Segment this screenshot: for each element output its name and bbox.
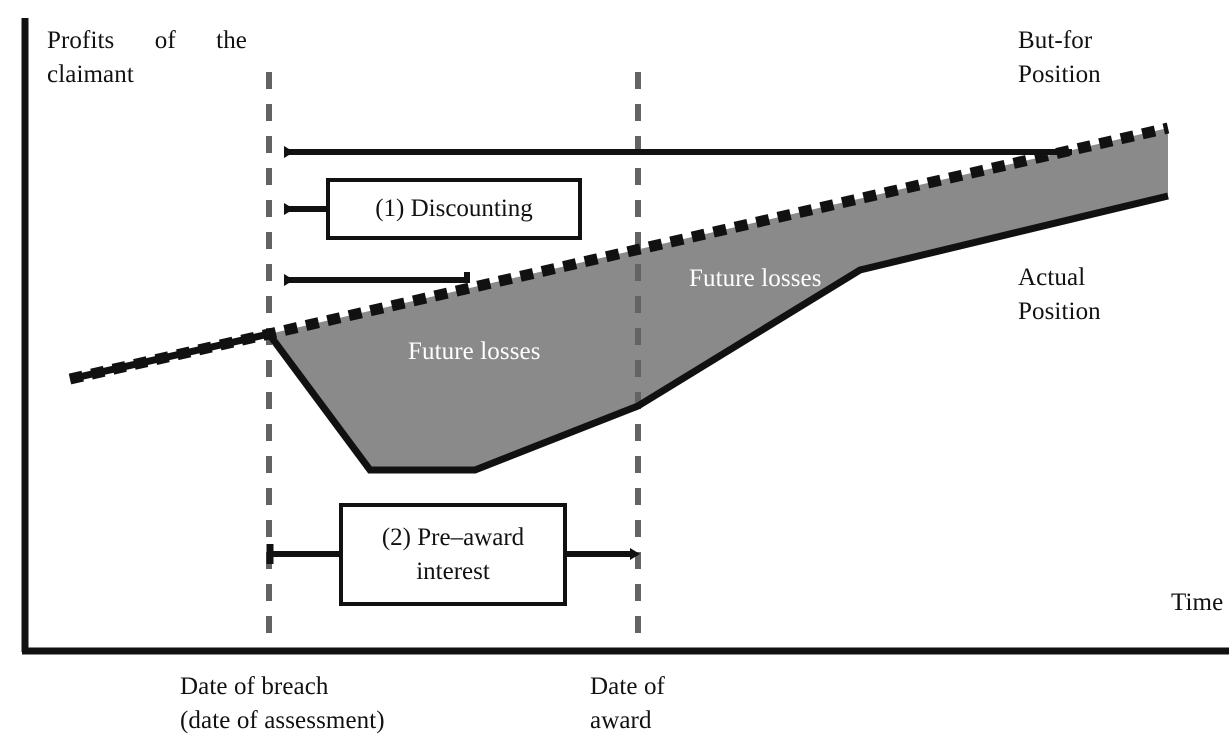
future-losses-label-right: Future losses (689, 265, 822, 292)
x-axis-title: Time (1171, 589, 1224, 616)
pre-award-interest-box-label: (2) Pre–award interest (381, 523, 525, 585)
future-losses-label-left: Future losses (408, 338, 541, 365)
date-of-award-label: Date of award (590, 673, 665, 734)
date-of-breach-label: Date of breach (date of assessment) (180, 673, 385, 734)
future-losses-area (269, 128, 1168, 470)
axes (21, 18, 1229, 655)
discounting-box (326, 178, 582, 240)
pre-award-interest-box (339, 503, 567, 606)
but-for-position-label: But-for Position (1018, 27, 1101, 88)
y-axis-title-line2: claimant (47, 61, 134, 88)
actual-position-line (69, 192, 1169, 474)
discounting-box-label: (1) Discounting (375, 195, 533, 222)
actual-position-label: Actual Position (1018, 264, 1101, 325)
y-axis-title-line1: Profits of the (47, 27, 247, 54)
